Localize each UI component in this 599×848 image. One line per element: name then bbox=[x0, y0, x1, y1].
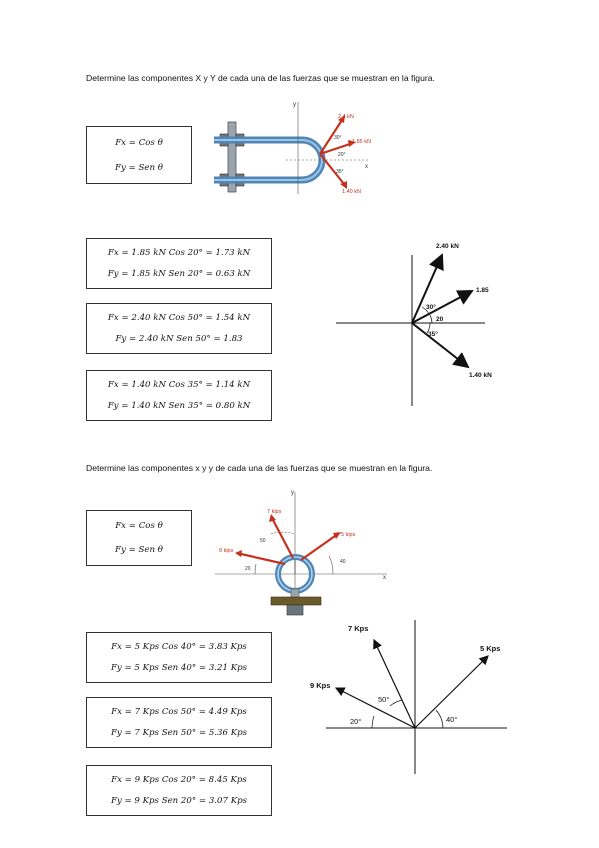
result-box-2-3: Fx = 9 Kps Cos 20° = 8.45 Kps Fy = 9 Kps… bbox=[86, 765, 272, 816]
diagram1-label-35: 35° bbox=[428, 330, 438, 338]
diagram2-arc-40 bbox=[435, 709, 444, 729]
force-5-arrow bbox=[300, 535, 336, 561]
fig1-label-1-40: 1.40 kN bbox=[342, 189, 361, 195]
section1-heading: Determine las componentes X y Y de cada … bbox=[86, 73, 435, 83]
force-1-40-arrow bbox=[319, 153, 345, 185]
fig2-label-5: 5 kips bbox=[341, 532, 356, 538]
diagram2-vector-9 bbox=[334, 687, 416, 729]
diagram2-label-20: 20° bbox=[350, 717, 361, 726]
result-fx: Fx = 2.40 kN Cos 50° = 1.54 kN bbox=[107, 312, 251, 323]
fig2-label-50: 50 bbox=[260, 538, 266, 544]
diagram2-arc-50 bbox=[389, 699, 403, 707]
x-axis-label: x bbox=[365, 164, 368, 170]
result-fx: Fx = 9 Kps Cos 20° = 8.45 Kps bbox=[111, 774, 247, 785]
diagram1-arc-20 bbox=[429, 314, 433, 324]
diagram1-arc-30 bbox=[421, 306, 430, 315]
result-fy: Fy = 2.40 kN Sen 50° = 1.83 bbox=[115, 334, 243, 345]
diagram1-label-1-40: 1.40 kN bbox=[469, 372, 492, 379]
x-axis-label: x bbox=[383, 575, 386, 581]
eyebolt-figure: y x 7 kips 5 kips 9 kips 50 40 20 bbox=[215, 490, 387, 616]
fig2-label-40: 40 bbox=[340, 559, 346, 565]
force-diagram-1: 2.40 kN 1.85 1.40 kN 30° 20 35° bbox=[336, 243, 492, 406]
fig1-label-30: 30° bbox=[334, 135, 342, 141]
result-fy: Fy = 1.40 kN Sen 35° = 0.80 kN bbox=[107, 401, 251, 412]
formula-box-1: Fx = Cos θ Fy = Sen θ bbox=[86, 126, 192, 184]
section2-heading: Determine las componentes x y y de cada … bbox=[86, 463, 433, 473]
fig2-label-7: 7 kips bbox=[267, 509, 282, 515]
result-box-2-1: Fx = 5 Kps Cos 40° = 3.83 Kps Fy = 5 Kps… bbox=[86, 632, 272, 683]
result-box-1-2: Fx = 2.40 kN Cos 50° = 1.54 kN Fy = 2.40… bbox=[86, 303, 272, 354]
formula-box-2: Fx = Cos θ Fy = Sen θ bbox=[86, 510, 192, 566]
diagram1-label-2-40: 2.40 kN bbox=[436, 243, 459, 250]
diagram1-label-30: 30° bbox=[426, 303, 436, 311]
nut bbox=[286, 604, 304, 616]
base-plate bbox=[270, 596, 322, 606]
arc-40 bbox=[328, 555, 334, 575]
formula-fx: Fx = Cos θ bbox=[115, 521, 163, 531]
force-9-arrow bbox=[240, 552, 286, 566]
result-fx: Fx = 1.85 kN Cos 20° = 1.73 kN bbox=[107, 247, 251, 258]
wall-plate bbox=[227, 121, 237, 193]
formula-fy: Fy = Sen θ bbox=[115, 545, 163, 555]
fig2-label-20: 20 bbox=[245, 566, 251, 572]
fig1-label-35: 35° bbox=[336, 169, 344, 175]
fig2-label-9: 9 kips bbox=[219, 548, 234, 554]
ubolt-figure: y x 2.4 kN 30° 1.85 kN 20° 35° 1.40 kN bbox=[214, 102, 371, 195]
result-box-2-2: Fx = 7 Kps Cos 50° = 4.49 Kps Fy = 7 Kps… bbox=[86, 697, 272, 748]
force-1-85-arrow bbox=[319, 142, 351, 156]
diagram1-vector-1-85 bbox=[411, 290, 474, 324]
diagram2-label-9: 9 Kps bbox=[310, 681, 330, 690]
force-2-4-arrow bbox=[319, 119, 343, 155]
diagram1-vector-2-40 bbox=[411, 253, 444, 324]
fig1-label-1-85: 1.85 kN bbox=[352, 139, 371, 145]
y-axis-label: y bbox=[293, 102, 296, 108]
force-7-arrow bbox=[272, 519, 294, 559]
diagram2-arc-20 bbox=[371, 715, 375, 729]
diagram2-label-5: 5 Kps bbox=[480, 644, 500, 653]
formula-fy: Fy = Sen θ bbox=[115, 162, 163, 173]
result-fy: Fy = 5 Kps Sen 40° = 3.21 Kps bbox=[110, 663, 248, 674]
diagram1-label-1-85: 1.85 bbox=[476, 287, 489, 294]
result-fx: Fx = 1.40 kN Cos 35° = 1.14 kN bbox=[107, 379, 251, 390]
formula-fx: Fx = Cos θ bbox=[115, 137, 163, 148]
diagram2-vector-7 bbox=[373, 638, 416, 729]
arc-20 bbox=[254, 563, 257, 575]
diagram2-label-50: 50° bbox=[378, 695, 389, 704]
result-fy: Fy = 7 Kps Sen 50° = 5.36 Kps bbox=[110, 728, 248, 739]
fig1-label-2-4: 2.4 kN bbox=[338, 114, 354, 120]
arc-50 bbox=[270, 531, 296, 535]
y-axis-label: y bbox=[291, 490, 294, 496]
result-fy: Fy = 1.85 kN Sen 20° = 0.63 kN bbox=[107, 269, 251, 280]
diagram1-vector-1-40 bbox=[411, 322, 470, 369]
fig1-label-20: 20° bbox=[338, 152, 346, 158]
diagram2-label-7: 7 Kps bbox=[348, 624, 368, 633]
force-diagram-2: 7 Kps 5 Kps 9 Kps 50° 20° 40° bbox=[310, 620, 507, 774]
result-box-1-1: Fx = 1.85 kN Cos 20° = 1.73 kN Fy = 1.85… bbox=[86, 238, 272, 289]
result-fx: Fx = 5 Kps Cos 40° = 3.83 Kps bbox=[111, 641, 247, 652]
diagram1-arc-35 bbox=[426, 322, 431, 334]
diagram2-vector-5 bbox=[414, 655, 489, 729]
diagram1-label-20: 20 bbox=[436, 316, 444, 323]
result-fy: Fy = 9 Kps Sen 20° = 3.07 Kps bbox=[110, 796, 248, 807]
result-fx: Fx = 7 Kps Cos 50° = 4.49 Kps bbox=[111, 706, 247, 717]
result-box-1-3: Fx = 1.40 kN Cos 35° = 1.14 kN Fy = 1.40… bbox=[86, 370, 272, 421]
diagram2-label-40: 40° bbox=[446, 715, 457, 724]
